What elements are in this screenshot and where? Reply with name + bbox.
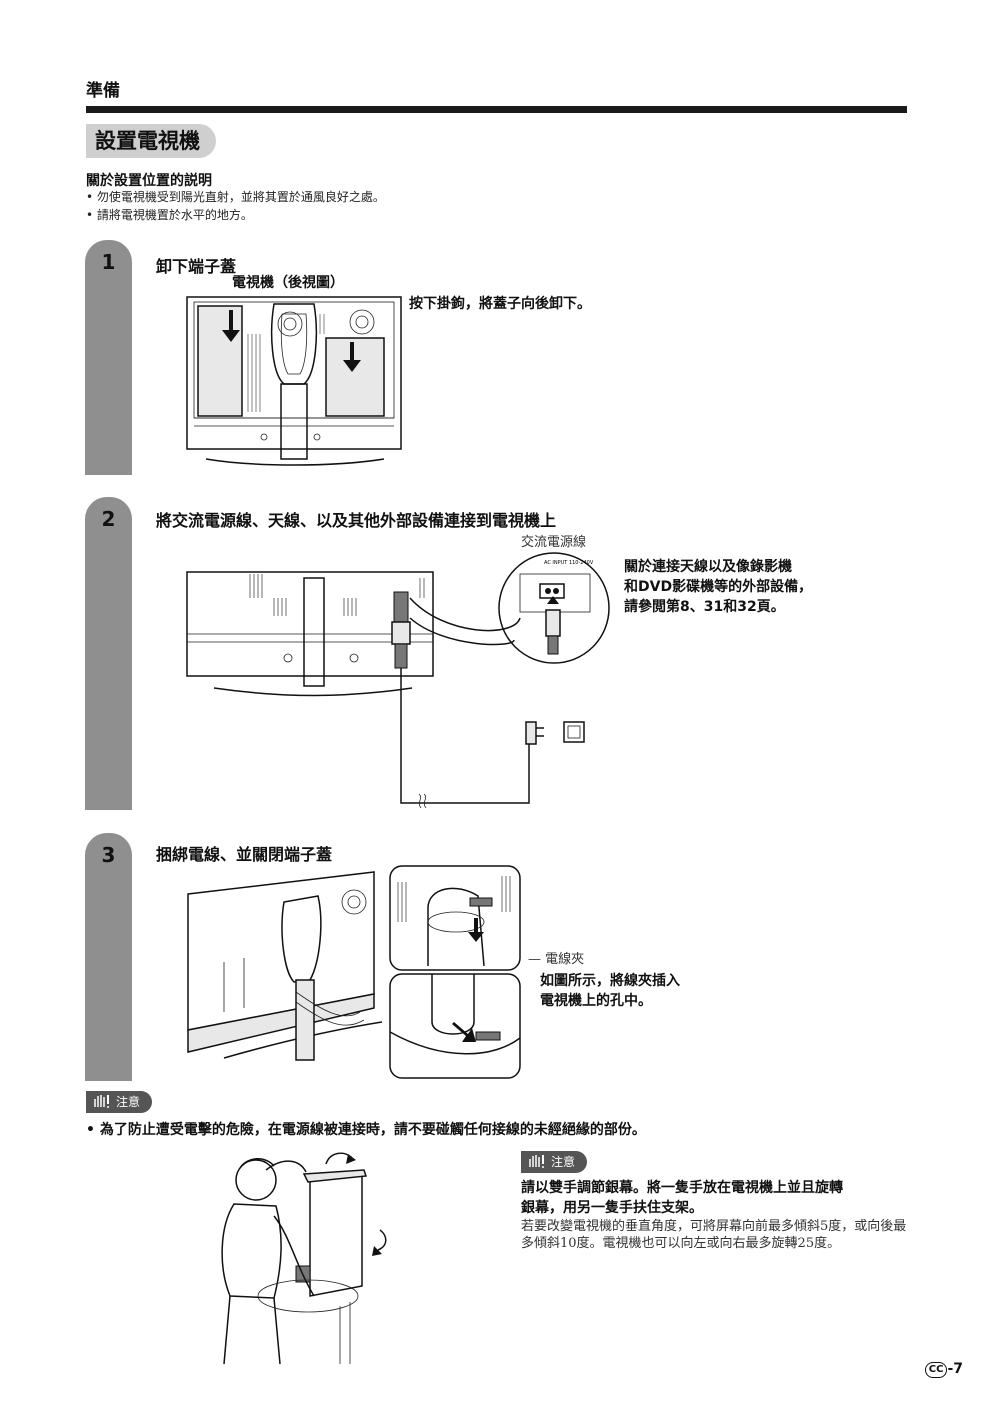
arrow-down-icon [343, 342, 361, 372]
step-1-instruction: 按下掛鉤，將蓋子向後卸下。 [409, 296, 591, 312]
page-number-text: -7 [947, 1361, 963, 1377]
hand-warning-icon [94, 1095, 109, 1108]
note-bold-line: 銀幕，用另一隻手扶住支架。 [521, 1200, 703, 1216]
placement-bullet-2: 請將電視機置於水平的地方。 [86, 206, 385, 224]
step-2-note-line: 和DVD影碟機等的外部設備， [624, 579, 813, 595]
note-body: 若要改變電視機的垂直角度，可將屏幕向前最多傾斜5度，或向後最多傾斜10度。電視機… [521, 1219, 907, 1251]
placement-heading: 關於設置位置的説明 [86, 173, 212, 189]
step-1-number: 1 [101, 250, 116, 274]
step-3-note-line: 如圖所示，將線夾插入 [540, 973, 680, 989]
step-2-note: 關於連接天線以及像錄影機 和DVD影碟機等的外部設備， 請參閲第8、31和32頁… [624, 557, 812, 617]
arrow-right-icon [452, 1022, 476, 1042]
step-2-note-line: 請參閲第8、31和32頁。 [624, 599, 785, 615]
wall-socket-icon [563, 721, 585, 743]
person-adjusting-tv-illustration [221, 1152, 387, 1365]
caution-text: • 為了防止遭受電擊的危險，在電源線被連接時，請不要碰觸任何接線的未經絕緣的部份… [86, 1119, 646, 1139]
page-number: CC-7 [924, 1361, 963, 1378]
step-2-bar: 2 [85, 497, 132, 810]
placement-bullet-1: 勿使電視機受到陽光直射，並將其置於通風良好之處。 [86, 188, 385, 206]
cable-clamp-illustration [187, 865, 521, 1079]
step-1-figure-caption: 電視機（後視圖） [232, 275, 344, 291]
arrow-down-icon [222, 310, 240, 342]
placement-bullets: 勿使電視機受到陽光直射，並將其置於通風良好之處。 請將電視機置於水平的地方。 [86, 188, 385, 224]
arrow-up-icon [547, 596, 559, 604]
caution-badge: 注意 [86, 1091, 153, 1113]
hand-warning-icon [529, 1155, 544, 1168]
rotate-arrow-icon [346, 1154, 356, 1164]
step-2-number: 2 [101, 507, 116, 531]
note-bold-line: 請以雙手調節銀幕。將一隻手放在電視機上並且旋轉 [521, 1180, 843, 1196]
arrow-down-icon [468, 918, 484, 942]
cable-clamp-text: 電線夾 [545, 952, 585, 967]
header-rule [86, 106, 907, 113]
clamp-leader-line: — [528, 952, 546, 967]
step-3-title: 捆綁電線、並關閉端子蓋 [156, 845, 333, 864]
step-1-bar: 1 [85, 240, 132, 475]
step-2-note-line: 關於連接天線以及像錄影機 [624, 559, 792, 575]
section-label: 準備 [86, 81, 120, 101]
bullet-dot: • [86, 1122, 100, 1138]
note-badge: 注意 [521, 1151, 588, 1173]
rotate-arrow-icon [372, 1246, 382, 1256]
language-badge: CC [924, 1362, 948, 1378]
power-cord-label: 交流電源線 [521, 535, 587, 550]
step-3-number: 3 [101, 843, 116, 867]
step-3-note-line: 電視機上的孔中。 [540, 993, 652, 1009]
page-title: 設置電視機 [86, 124, 216, 158]
ac-input-label: AC INPUT 110-240V [544, 560, 594, 566]
caution-label: 注意 [116, 1095, 141, 1109]
cable-clamp-label: — 電線夾 [528, 948, 584, 967]
step-2-title: 將交流電源線、天線、以及其他外部設備連接到電視機上 [156, 511, 557, 530]
caution-sentence: 為了防止遭受電擊的危險，在電源線被連接時，請不要碰觸任何接線的未經絕緣的部份。 [99, 1122, 646, 1138]
note-label: 注意 [551, 1155, 576, 1169]
tv-rear-view-illustration [186, 296, 402, 466]
step-1-title: 卸下端子蓋 [156, 257, 237, 276]
power-connection-illustration: AC INPUT 110-240V [186, 552, 610, 809]
power-plug-icon [525, 721, 537, 745]
step-3-note: 如圖所示，將線夾插入 電視機上的孔中。 [540, 971, 680, 1011]
note-bold-text: 請以雙手調節銀幕。將一隻手放在電視機上並且旋轉 銀幕，用另一隻手扶住支架。 [521, 1178, 911, 1218]
step-3-bar: 3 [85, 833, 132, 1081]
